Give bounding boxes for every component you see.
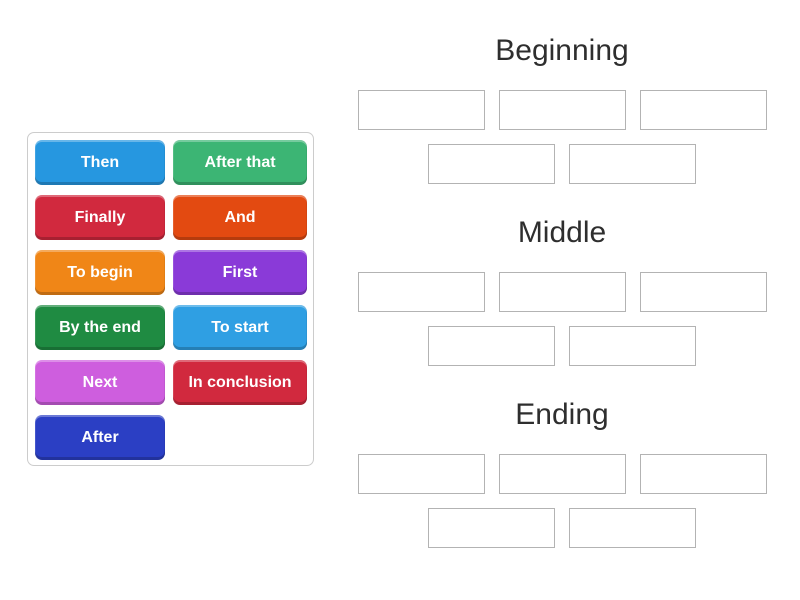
word-tile-by-the-end[interactable]: By the end bbox=[35, 305, 165, 350]
word-tile-to-begin[interactable]: To begin bbox=[35, 250, 165, 295]
drop-slot-beginning-4[interactable] bbox=[428, 144, 555, 184]
group-middle-title: Middle bbox=[517, 216, 607, 249]
drop-slot-middle-1[interactable] bbox=[357, 272, 485, 312]
drop-slot-ending-3[interactable] bbox=[639, 454, 767, 494]
group-middle-slot-row-2 bbox=[350, 326, 774, 366]
drop-slot-ending-1[interactable] bbox=[357, 454, 485, 494]
word-bank-panel: Then After that Finally And To begin Fir… bbox=[27, 132, 314, 466]
group-beginning-slot-row-2 bbox=[350, 144, 774, 184]
group-beginning: Beginning bbox=[350, 30, 774, 184]
drop-slot-beginning-5[interactable] bbox=[569, 144, 696, 184]
group-ending-slot-row-1 bbox=[350, 454, 774, 494]
groups-area: Beginning Middle End bbox=[350, 30, 774, 576]
word-tile-to-start[interactable]: To start bbox=[173, 305, 307, 350]
drop-slot-middle-3[interactable] bbox=[639, 272, 767, 312]
drop-slot-ending-4[interactable] bbox=[428, 508, 555, 548]
word-tile-first[interactable]: First bbox=[173, 250, 307, 295]
group-beginning-title: Beginning bbox=[495, 34, 629, 67]
drop-slot-beginning-2[interactable] bbox=[498, 90, 626, 130]
drop-slot-ending-5[interactable] bbox=[569, 508, 696, 548]
drop-slot-middle-2[interactable] bbox=[498, 272, 626, 312]
word-tile-in-conclusion[interactable]: In conclusion bbox=[173, 360, 307, 405]
group-ending-title: Ending bbox=[515, 398, 609, 431]
group-beginning-slot-row-1 bbox=[350, 90, 774, 130]
word-tile-then[interactable]: Then bbox=[35, 140, 165, 185]
group-middle-slot-row-1 bbox=[350, 272, 774, 312]
word-tile-after[interactable]: After bbox=[35, 415, 165, 460]
word-tile-and[interactable]: And bbox=[173, 195, 307, 240]
drop-slot-ending-2[interactable] bbox=[498, 454, 626, 494]
drop-slot-middle-4[interactable] bbox=[428, 326, 555, 366]
group-ending: Ending bbox=[350, 394, 774, 548]
word-tile-finally[interactable]: Finally bbox=[35, 195, 165, 240]
group-middle: Middle bbox=[350, 212, 774, 366]
word-tile-after-that[interactable]: After that bbox=[173, 140, 307, 185]
group-ending-slot-row-2 bbox=[350, 508, 774, 548]
word-tile-next[interactable]: Next bbox=[35, 360, 165, 405]
drop-slot-middle-5[interactable] bbox=[569, 326, 696, 366]
drop-slot-beginning-3[interactable] bbox=[639, 90, 767, 130]
drop-slot-beginning-1[interactable] bbox=[357, 90, 485, 130]
